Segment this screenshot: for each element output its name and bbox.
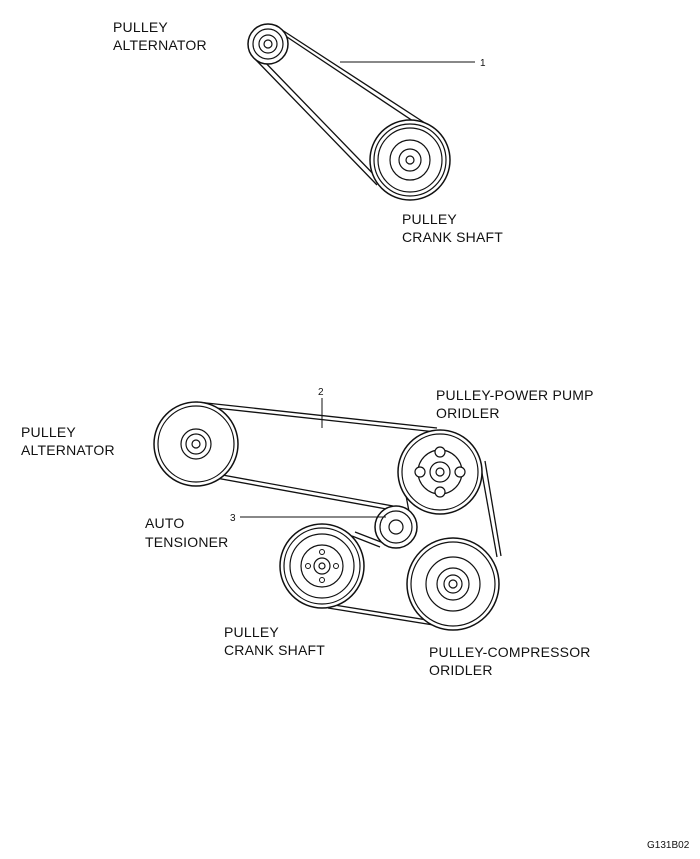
bottom-alternator-pulley xyxy=(153,401,239,487)
tensioner-label-line2: TENSIONER xyxy=(145,534,228,550)
callout-number-2: 2 xyxy=(318,387,324,398)
compressor-label-line1: PULLEY-COMPRESSOR xyxy=(429,644,591,660)
compressor-label-line2: ORIDLER xyxy=(429,662,493,678)
callout-number-1: 1 xyxy=(480,58,486,69)
bottom-serpentine-belt xyxy=(193,401,502,629)
bottom-belt-diagram: 2 3 PULLEY ALTERNATOR PULLEY-POWER PUMP … xyxy=(21,387,594,678)
top-alternator-label-line1: PULLEY xyxy=(113,19,168,35)
bottom-crankshaft-pulley xyxy=(279,523,365,609)
callout-number-3: 3 xyxy=(230,513,236,524)
bottom-crankshaft-label-line1: PULLEY xyxy=(224,624,279,640)
top-crankshaft-label-line2: CRANK SHAFT xyxy=(402,229,503,245)
compressor-pulley xyxy=(406,537,500,631)
top-alternator-label-line2: ALTERNATOR xyxy=(113,37,207,53)
top-drive-belt xyxy=(255,29,429,186)
power-pump-pulley xyxy=(397,429,483,515)
power-pump-label-line2: ORIDLER xyxy=(436,405,500,421)
top-belt-diagram: 1 PULLEY ALTERNATOR PULLEY CRANK SHAFT xyxy=(113,19,503,245)
bottom-alternator-label-line1: PULLEY xyxy=(21,424,76,440)
auto-tensioner-pulley xyxy=(374,505,418,549)
figure-code: G131B02 xyxy=(647,840,690,851)
top-crankshaft-label-line1: PULLEY xyxy=(402,211,457,227)
power-pump-label-line1: PULLEY-POWER PUMP xyxy=(436,387,594,403)
top-crankshaft-pulley xyxy=(369,119,451,201)
bottom-crankshaft-label-line2: CRANK SHAFT xyxy=(224,642,325,658)
top-alternator-pulley xyxy=(247,23,289,65)
tensioner-label-line1: AUTO xyxy=(145,515,184,531)
bottom-alternator-label-line2: ALTERNATOR xyxy=(21,442,115,458)
